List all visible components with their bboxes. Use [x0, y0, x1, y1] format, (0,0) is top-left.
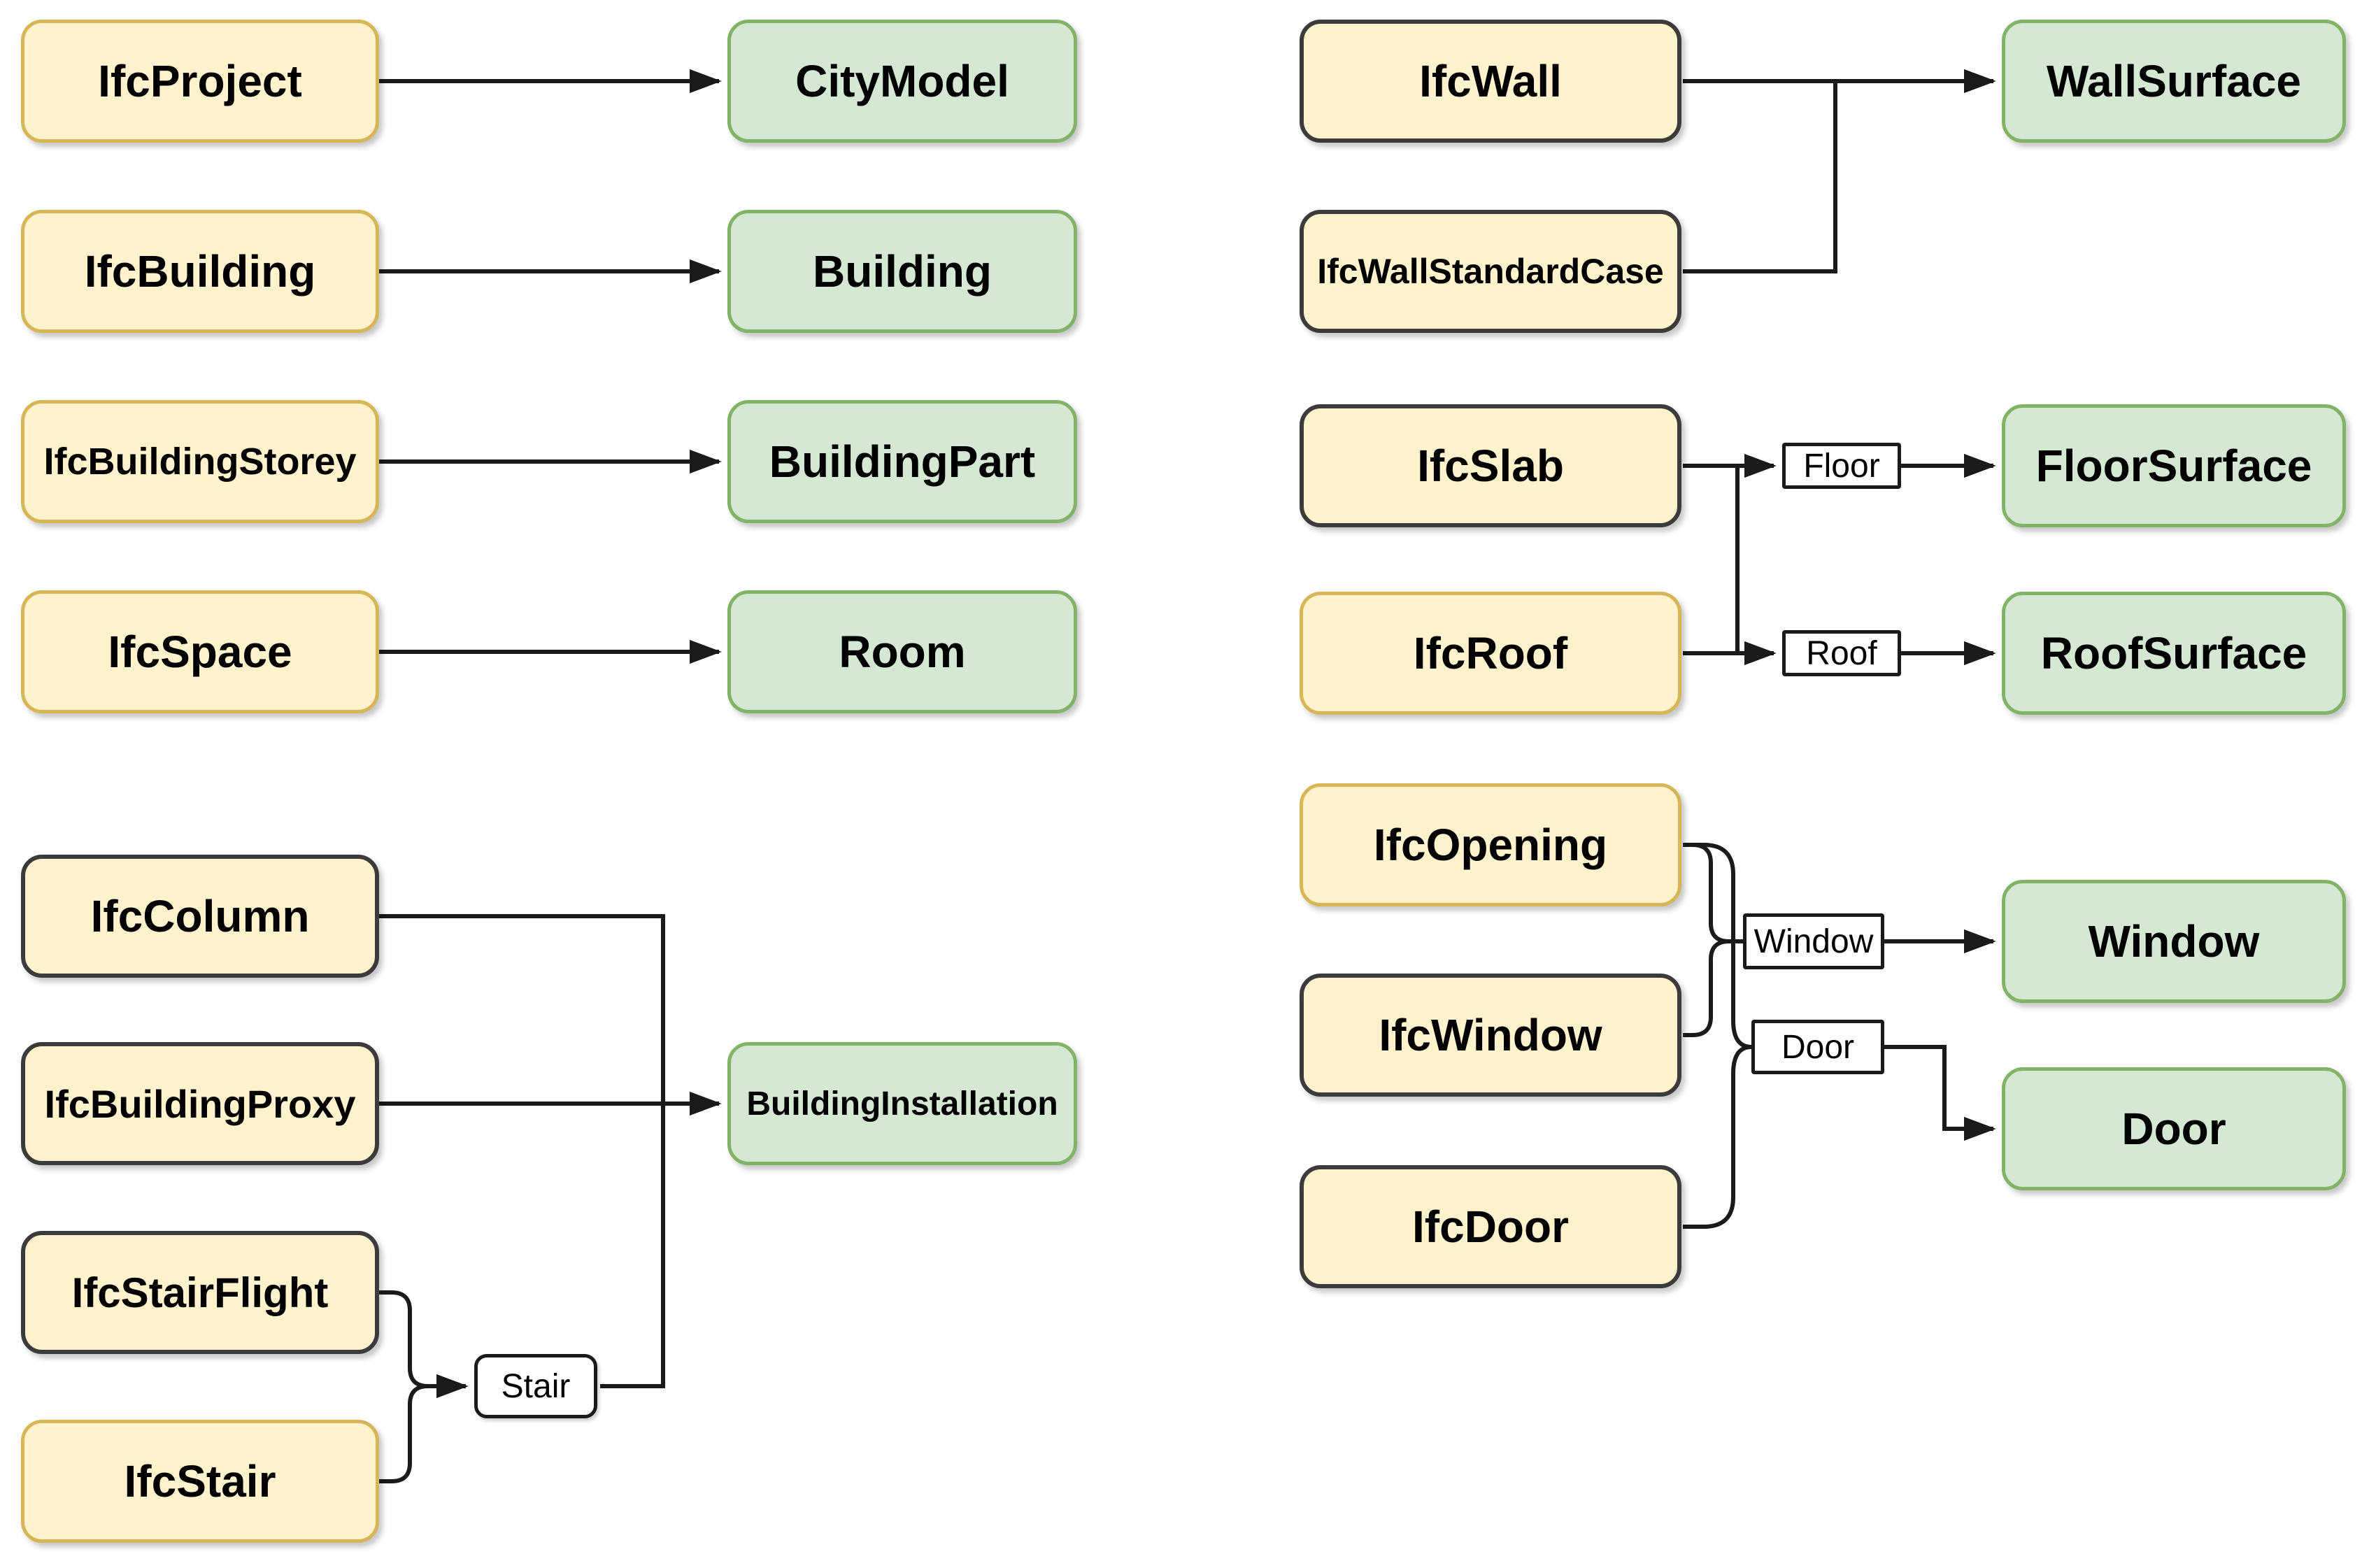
- node-window: Window: [2002, 880, 2346, 1003]
- node-ifcstair: IfcStair: [21, 1420, 379, 1543]
- node-ifcwallstandardcase: IfcWallStandardCase: [1300, 210, 1681, 333]
- tag-roof: Roof: [1782, 630, 1901, 676]
- tag-stair: Stair: [474, 1354, 597, 1418]
- node-ifcopening: IfcOpening: [1300, 783, 1681, 906]
- node-ifcslab: IfcSlab: [1300, 404, 1681, 527]
- node-buildinginstallation: BuildingInstallation: [727, 1042, 1077, 1165]
- edge-ifccolumn-trunk: [379, 914, 665, 1388]
- edge-doortag-door: [1884, 1045, 1996, 1141]
- tag-window: Window: [1743, 913, 1884, 969]
- edge-ifcwindow-windowtag: [1683, 939, 1743, 1037]
- node-ifcspace: IfcSpace: [21, 590, 379, 713]
- node-wallsurface: WallSurface: [2002, 20, 2346, 143]
- edge-slab-roof-trunk: [1683, 464, 1740, 655]
- edge-ifcdoor-doortag: [1683, 1045, 1752, 1229]
- node-ifcproject: IfcProject: [21, 20, 379, 143]
- node-buildingpart: BuildingPart: [727, 400, 1077, 523]
- node-ifcbuildingproxy: IfcBuildingProxy: [21, 1042, 379, 1165]
- node-door: Door: [2002, 1067, 2346, 1190]
- node-ifcbuilding: IfcBuilding: [21, 210, 379, 333]
- node-ifcdoor: IfcDoor: [1300, 1165, 1681, 1288]
- node-room: Room: [727, 590, 1077, 713]
- tag-floor: Floor: [1782, 443, 1901, 489]
- node-ifcwindow: IfcWindow: [1300, 974, 1681, 1097]
- node-ifcbuildingstorey: IfcBuildingStorey: [21, 400, 379, 523]
- node-ifcwall: IfcWall: [1300, 20, 1681, 143]
- tag-door: Door: [1751, 1020, 1884, 1074]
- edge-ifcopening-doortag: [1683, 843, 1752, 1049]
- edge-ifcwallstandardcase-join: [1683, 83, 1837, 273]
- node-floorsurface: FloorSurface: [2002, 404, 2346, 527]
- node-ifccolumn: IfcColumn: [21, 855, 379, 978]
- node-roofsurface: RoofSurface: [2002, 592, 2346, 715]
- node-building: Building: [727, 210, 1077, 333]
- node-citymodel: CityModel: [727, 20, 1077, 143]
- node-ifcstairflight: IfcStairFlight: [21, 1231, 379, 1354]
- node-ifcroof: IfcRoof: [1300, 592, 1681, 715]
- edge-ifcstairflight-stairtag: [379, 1290, 469, 1399]
- edge-ifcstair-stairtag: [379, 1384, 429, 1483]
